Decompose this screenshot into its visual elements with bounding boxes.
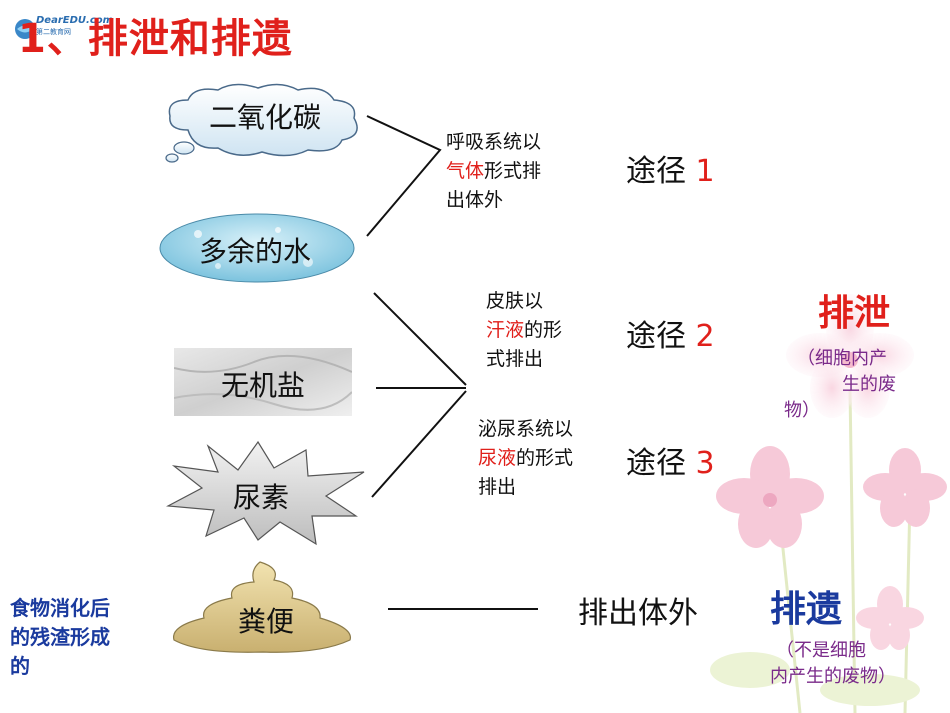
route3-line2: 的形式 bbox=[516, 447, 574, 469]
site-logo: DearEDU.com 第二教育网 bbox=[14, 14, 113, 44]
egestion-path-text: 排出体外 bbox=[578, 596, 698, 631]
route1-line1: 呼吸系统以 bbox=[446, 131, 542, 153]
starburst-shape bbox=[166, 440, 365, 546]
route3-line3: 排出 bbox=[478, 476, 517, 498]
logo-subtext: 第二教育网 bbox=[36, 28, 71, 36]
feces-mound-shape bbox=[172, 561, 352, 653]
route2-line2: 的形 bbox=[524, 319, 563, 341]
route3-line1: 泌尿系统以 bbox=[478, 418, 574, 440]
urea-label: 尿素 bbox=[232, 481, 289, 514]
egestion-title: 排遗 bbox=[770, 589, 843, 630]
page-title: 1、排泄和排遗 bbox=[18, 16, 293, 62]
route3-label: 途径 3 bbox=[626, 446, 715, 481]
route1-highlight: 气体 bbox=[446, 160, 485, 182]
globe-icon bbox=[15, 19, 35, 39]
flower-background-image bbox=[690, 270, 950, 713]
route2-highlight: 汗液 bbox=[486, 319, 525, 341]
thought-cloud-shape bbox=[165, 83, 358, 163]
inorganic-salt-label: 无机盐 bbox=[220, 369, 305, 402]
excretion-note: （细胞内产 生的废 物） bbox=[784, 348, 896, 421]
marble-block-shape bbox=[174, 348, 352, 416]
water-droplet-shape bbox=[159, 213, 355, 283]
route2-description: 皮肤以 汗液的形 式排出 bbox=[486, 287, 606, 374]
route1-label: 途径 1 bbox=[626, 154, 715, 189]
carbon-dioxide-label: 二氧化碳 bbox=[208, 101, 321, 134]
route3-highlight: 尿液 bbox=[478, 447, 517, 469]
egestion-note: （不是细胞 内产生的废物） bbox=[770, 640, 896, 687]
route1-line2: 形式排 bbox=[484, 160, 542, 182]
route2-line1: 皮肤以 bbox=[486, 290, 544, 312]
logo-text: DearEDU.com bbox=[36, 15, 114, 26]
excess-water-label: 多余的水 bbox=[198, 235, 311, 268]
feces-label: 粪便 bbox=[237, 605, 294, 638]
route2-line3: 式排出 bbox=[486, 348, 544, 370]
route1-description: 呼吸系统以 气体形式排 出体外 bbox=[446, 128, 596, 215]
route1-line3: 出体外 bbox=[446, 189, 504, 211]
route2-label: 途径 2 bbox=[626, 319, 715, 354]
excretion-title: 排泄 bbox=[818, 293, 891, 334]
food-residue-note: 食物消化后 的残渣形成 的 bbox=[10, 596, 110, 678]
route3-description: 泌尿系统以 尿液的形式 排出 bbox=[478, 415, 618, 502]
